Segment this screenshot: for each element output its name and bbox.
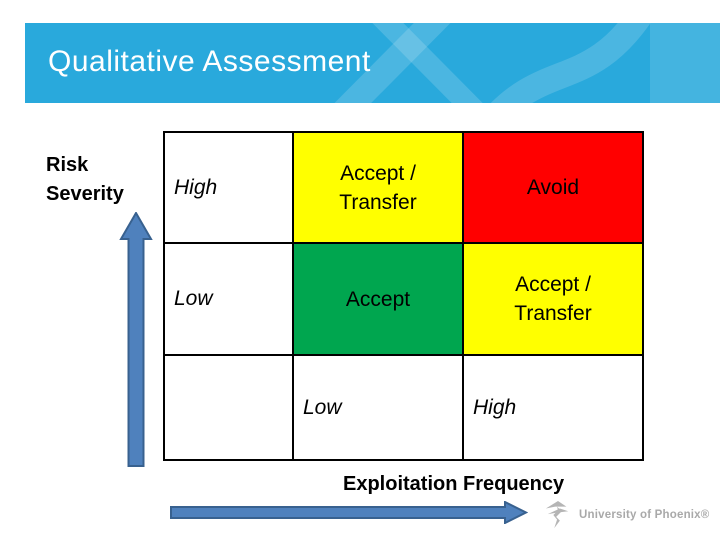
header-band: Qualitative Assessment bbox=[25, 23, 720, 103]
cell-action-label: Accept bbox=[345, 287, 411, 311]
cell-action-label: Accept / Transfer bbox=[339, 161, 417, 214]
cell-severity-high-freq-low: Accept / Transfer bbox=[294, 133, 464, 244]
row-header-high: High bbox=[165, 133, 294, 244]
watermark-graphic bbox=[334, 23, 720, 103]
col-footer-high: High bbox=[464, 356, 642, 459]
page-title: Qualitative Assessment bbox=[48, 45, 371, 78]
col-footer-low: Low bbox=[294, 356, 464, 459]
row-header-label: High bbox=[174, 175, 218, 199]
uopx-logo: University of Phoenix® bbox=[544, 499, 709, 531]
y-axis-arrow-icon bbox=[119, 212, 153, 467]
x-axis-arrow-icon bbox=[170, 501, 528, 524]
corner-empty-cell bbox=[165, 356, 294, 459]
cell-severity-high-freq-high: Avoid bbox=[464, 133, 642, 244]
col-footer-label: Low bbox=[303, 395, 342, 419]
row-header-low: Low bbox=[165, 244, 294, 356]
cell-action-label: Accept / Transfer bbox=[514, 273, 592, 325]
y-axis-label: Risk Severity bbox=[46, 154, 124, 205]
x-axis-label: Exploitation Frequency bbox=[343, 473, 565, 495]
cell-action-label: Avoid bbox=[526, 176, 580, 199]
cell-severity-low-freq-low: Accept bbox=[294, 244, 464, 356]
risk-matrix-table: High Accept / Transfer Avoid Low Accept … bbox=[163, 131, 644, 461]
uopx-logo-text: University of Phoenix® bbox=[579, 509, 710, 521]
row-header-label: Low bbox=[174, 287, 213, 310]
phoenix-icon bbox=[545, 501, 569, 529]
cell-severity-low-freq-high: Accept / Transfer bbox=[464, 244, 642, 356]
col-footer-label: High bbox=[473, 395, 517, 419]
